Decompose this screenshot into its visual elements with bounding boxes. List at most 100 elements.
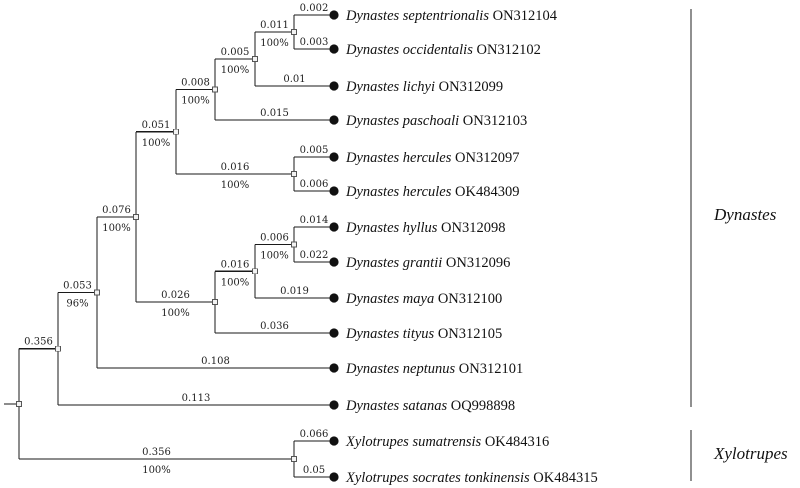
tip-label-lichyi: Dynastes lichyi ON312099 xyxy=(345,79,503,95)
tip-dot-grantii xyxy=(329,257,339,267)
accession-number: ON312105 xyxy=(434,326,502,342)
species-name: Dynastes lichyi xyxy=(345,79,435,95)
branch-length-tityus: 0.036 xyxy=(260,321,289,332)
node-marker-n_with_neptunus xyxy=(94,289,100,296)
accession-number: OK484315 xyxy=(530,470,598,486)
bootstrap-n_core_dynastes: 100% xyxy=(102,223,131,234)
tip-dot-septentrionalis xyxy=(329,10,339,20)
bootstrap-n_sept_occ: 100% xyxy=(260,38,289,49)
accession-number: ON312102 xyxy=(473,42,541,58)
tree-tips: Dynastes septentrionalis ON312104Dynaste… xyxy=(329,8,598,486)
tip-dot-sumatrensis xyxy=(329,436,339,446)
tip-label-socrates: Xylotrupes socrates tonkinensis OK484315 xyxy=(345,470,598,486)
node-marker-root xyxy=(16,400,22,407)
bootstrap-n_hyl_gra: 100% xyxy=(260,251,289,262)
species-name: Dynastes septentrionalis xyxy=(345,8,489,24)
node-marker-n_with_tityus xyxy=(212,299,218,306)
accession-number: OQ998898 xyxy=(447,398,515,414)
bootstrap-n_with_neptunus: 96% xyxy=(66,298,88,309)
branch-length-occidentalis: 0.003 xyxy=(300,37,329,48)
accession-number: ON312097 xyxy=(451,150,519,166)
branch-length-hercules1: 0.005 xyxy=(300,145,329,156)
species-name: Dynastes neptunus xyxy=(345,361,455,377)
tip-label-sumatrensis: Xylotrupes sumatrensis OK484316 xyxy=(345,434,549,450)
tip-dot-paschoali xyxy=(329,115,339,125)
tip-dot-hyllus xyxy=(329,222,339,232)
node-marker-n_with_paschoali xyxy=(212,86,218,93)
species-name: Dynastes hercules xyxy=(345,184,452,200)
tip-dot-hercules1 xyxy=(329,152,339,162)
bootstrap-n_with_tityus: 100% xyxy=(161,308,190,319)
branch-length-grantii: 0.022 xyxy=(300,250,329,261)
tip-label-septentrionalis: Dynastes septentrionalis ON312104 xyxy=(345,8,558,24)
node-marker-n_hyl_gra xyxy=(291,241,297,248)
species-name: Dynastes hercules xyxy=(345,150,452,166)
node-marker-n_core_dynastes xyxy=(133,214,139,220)
node-marker-n_hercules xyxy=(291,171,297,177)
bootstrap-n_with_maya: 100% xyxy=(221,277,250,288)
tip-label-occidentalis: Dynastes occidentalis ON312102 xyxy=(345,42,541,58)
bootstrap-n_with_lichyi: 100% xyxy=(221,65,250,76)
accession-number: ON312099 xyxy=(435,79,503,95)
species-name: Xylotrupes socrates tonkinensis xyxy=(345,470,530,486)
branch-length-maya: 0.019 xyxy=(280,286,309,297)
branch-length-n_hyl_gra: 0.006 xyxy=(260,233,289,244)
branch-length-n_hercules: 0.016 xyxy=(221,162,250,173)
tree-annotations: 0.002 0.003 0.011 100% 0.01 0.005 100% 0.015 0.0… xyxy=(24,3,328,476)
branch-length-septentrionalis: 0.002 xyxy=(300,3,329,14)
tip-label-paschoali: Dynastes paschoali ON312103 xyxy=(345,113,527,129)
branch-length-n_with_paschoali: 0.008 xyxy=(181,78,210,89)
tip-label-hercules2: Dynastes hercules OK484309 xyxy=(345,184,519,200)
branch-length-n_dynastes: 0.356 xyxy=(24,337,53,348)
bootstrap-n_xylotrupes: 100% xyxy=(142,465,171,476)
species-name: Dynastes satanas xyxy=(345,398,447,414)
accession-number: ON312104 xyxy=(489,8,558,24)
node-marker-n_with_maya xyxy=(252,268,258,275)
tip-label-maya: Dynastes maya ON312100 xyxy=(345,291,502,307)
branch-length-paschoali: 0.015 xyxy=(260,108,289,119)
branch-length-n_with_tityus: 0.026 xyxy=(161,290,190,301)
branch-length-sumatrensis: 0.066 xyxy=(300,429,329,440)
tree-branches xyxy=(4,14,334,478)
species-name: Dynastes maya xyxy=(345,291,434,307)
accession-number: ON312103 xyxy=(459,113,527,129)
branch-length-n_sept_occ: 0.011 xyxy=(260,20,289,31)
tip-dot-hercules2 xyxy=(329,186,339,196)
branch-length-n_upper_dynastes: 0.051 xyxy=(142,120,171,131)
tip-label-hyllus: Dynastes hyllus ON312098 xyxy=(345,220,506,236)
branch-length-socrates: 0.05 xyxy=(303,465,325,476)
branch-length-lichyi: 0.01 xyxy=(283,74,305,85)
node-marker-n_dynastes xyxy=(55,345,61,352)
tip-label-neptunus: Dynastes neptunus ON312101 xyxy=(345,361,523,377)
tip-dot-tityus xyxy=(329,328,339,338)
tip-label-satanas: Dynastes satanas OQ998898 xyxy=(345,398,515,414)
tip-label-grantii: Dynastes grantii ON312096 xyxy=(345,255,510,271)
node-marker-n_with_lichyi xyxy=(252,56,258,62)
bootstrap-n_upper_dynastes: 100% xyxy=(142,138,171,149)
branch-length-satanas: 0.113 xyxy=(182,393,211,404)
species-name: Dynastes paschoali xyxy=(345,113,459,129)
accession-number: OK484316 xyxy=(481,434,549,450)
branch-length-n_with_maya: 0.016 xyxy=(221,259,250,270)
tip-dot-satanas xyxy=(329,400,339,410)
species-name: Dynastes hyllus xyxy=(345,220,438,236)
accession-number: ON312098 xyxy=(437,220,505,236)
accession-number: ON312101 xyxy=(455,361,523,377)
node-marker-n_xylotrupes xyxy=(291,456,297,462)
branch-length-n_xylotrupes: 0.356 xyxy=(142,447,171,458)
branch-length-n_with_neptunus: 0.053 xyxy=(63,280,92,291)
tip-dot-lichyi xyxy=(329,81,339,91)
clade-label-xylotrupes: Xylotrupes xyxy=(713,444,788,463)
branch-length-hercules2: 0.006 xyxy=(300,179,329,190)
accession-number: OK484309 xyxy=(451,184,519,200)
branch-length-hyllus: 0.014 xyxy=(300,215,329,226)
branch-length-n_core_dynastes: 0.076 xyxy=(102,205,131,216)
accession-number: ON312096 xyxy=(442,255,510,271)
species-name: Dynastes occidentalis xyxy=(345,42,473,58)
species-name: Dynastes tityus xyxy=(345,326,435,342)
branch-length-n_with_lichyi: 0.005 xyxy=(221,47,250,58)
node-marker-n_sept_occ xyxy=(291,29,297,35)
species-name: Xylotrupes sumatrensis xyxy=(345,434,482,450)
